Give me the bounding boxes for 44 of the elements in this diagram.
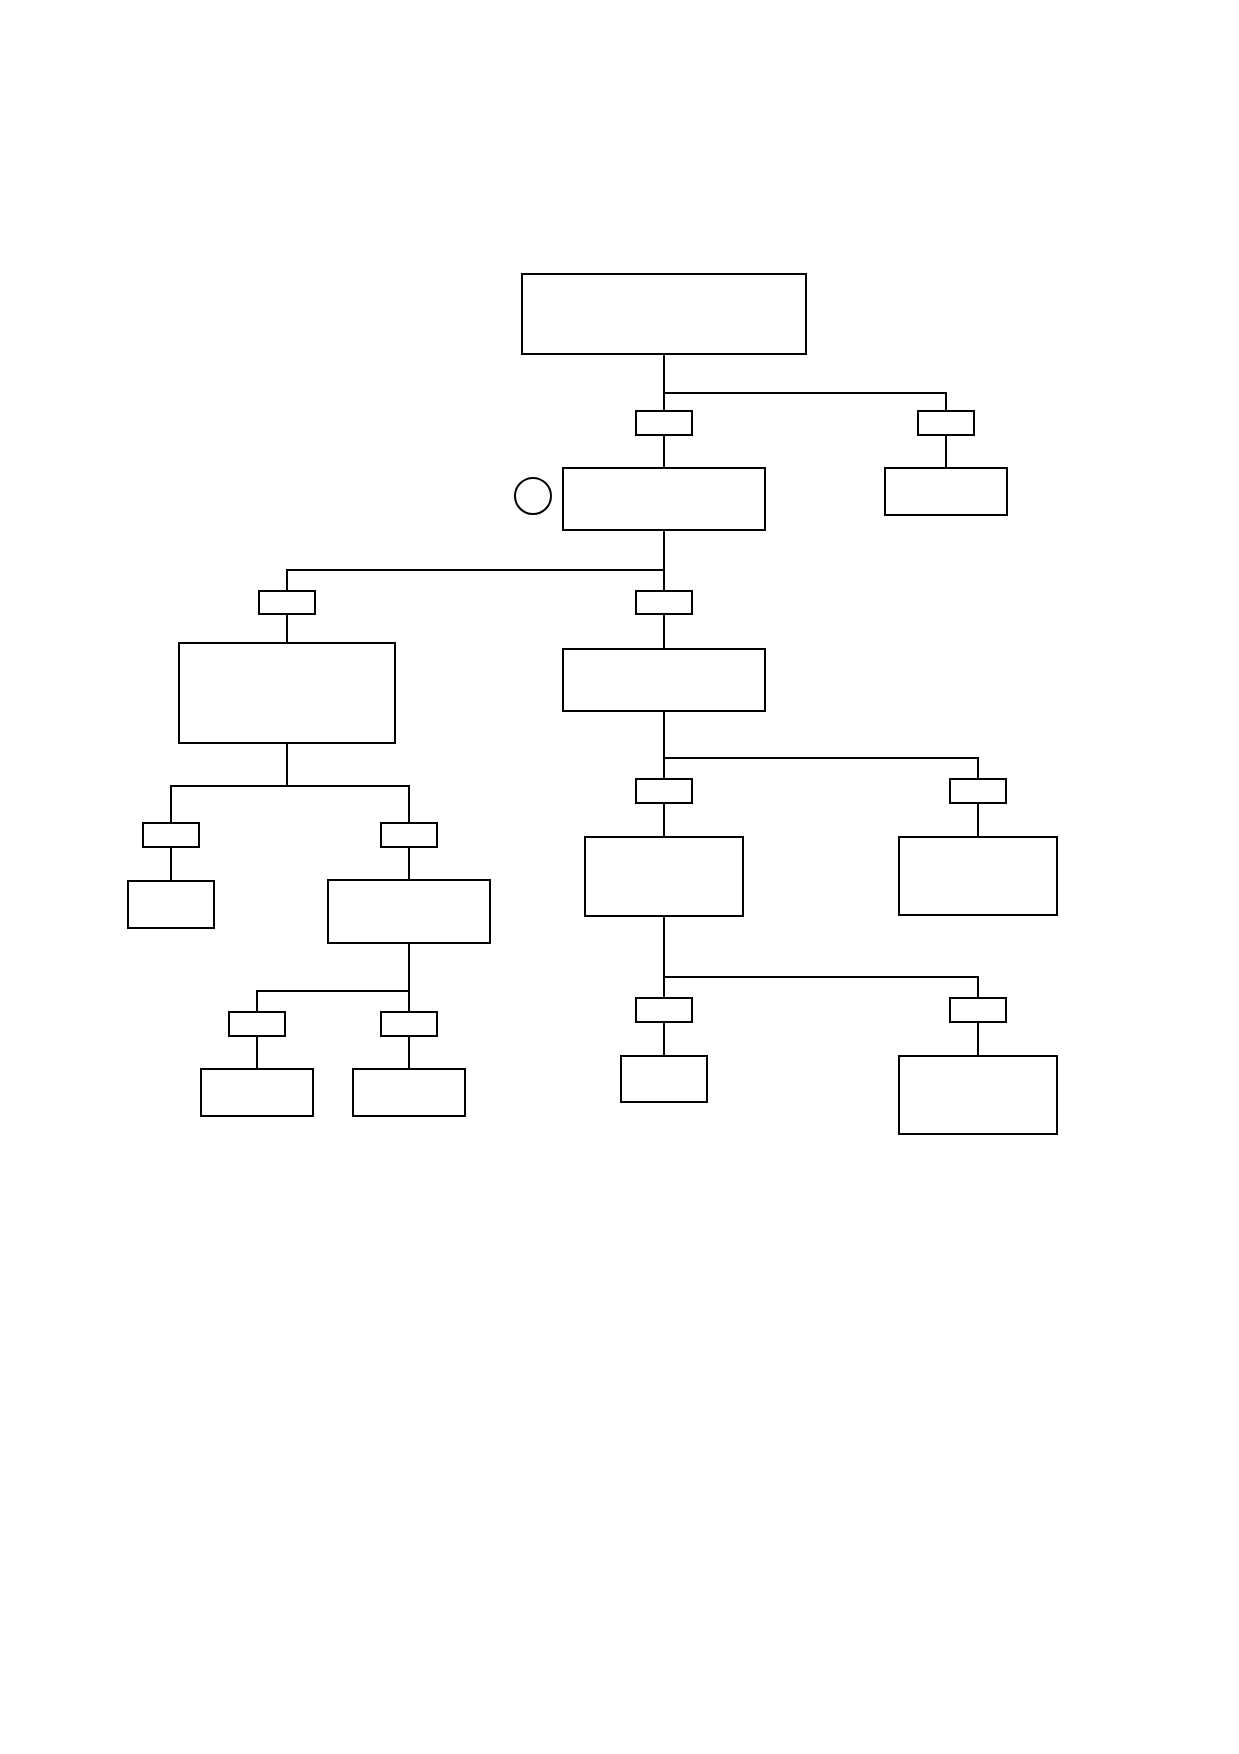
connector-line bbox=[663, 803, 665, 837]
process-box bbox=[327, 879, 491, 944]
connector-line bbox=[408, 943, 410, 1012]
connector-line bbox=[663, 711, 979, 779]
connector-line bbox=[408, 1036, 410, 1069]
process-box bbox=[200, 1068, 314, 1117]
junction-box bbox=[142, 822, 200, 848]
connector-line bbox=[256, 1036, 258, 1069]
process-box bbox=[352, 1068, 466, 1117]
connector-line bbox=[170, 847, 172, 881]
process-box bbox=[620, 1055, 708, 1103]
circle-symbol bbox=[514, 477, 552, 515]
process-box bbox=[562, 467, 766, 531]
junction-box bbox=[635, 410, 693, 436]
junction-box bbox=[635, 590, 693, 615]
junction-box bbox=[228, 1011, 286, 1037]
junction-box bbox=[917, 410, 975, 436]
junction-box bbox=[949, 997, 1007, 1023]
junction-box bbox=[949, 778, 1007, 804]
process-box bbox=[884, 467, 1008, 516]
connector-line bbox=[663, 916, 979, 998]
connector-line bbox=[663, 435, 665, 468]
connector-line bbox=[286, 743, 410, 823]
process-box bbox=[178, 642, 396, 744]
connector-line bbox=[286, 614, 288, 643]
connector-line bbox=[663, 354, 947, 411]
junction-box bbox=[380, 1011, 438, 1037]
process-box bbox=[521, 273, 807, 355]
junction-box bbox=[380, 822, 438, 848]
junction-box bbox=[258, 590, 316, 615]
connector-line bbox=[408, 847, 410, 880]
junction-box bbox=[635, 778, 693, 804]
connector-line bbox=[945, 435, 947, 468]
process-box bbox=[898, 1055, 1058, 1135]
connector-line bbox=[663, 1022, 665, 1056]
connector-line bbox=[977, 803, 979, 837]
process-box bbox=[584, 836, 744, 917]
connector-line bbox=[977, 1022, 979, 1056]
process-box bbox=[898, 836, 1058, 916]
connector-line bbox=[663, 530, 665, 591]
connector-line bbox=[663, 614, 665, 649]
process-box bbox=[562, 648, 766, 712]
junction-box bbox=[635, 997, 693, 1023]
process-box bbox=[127, 880, 215, 929]
